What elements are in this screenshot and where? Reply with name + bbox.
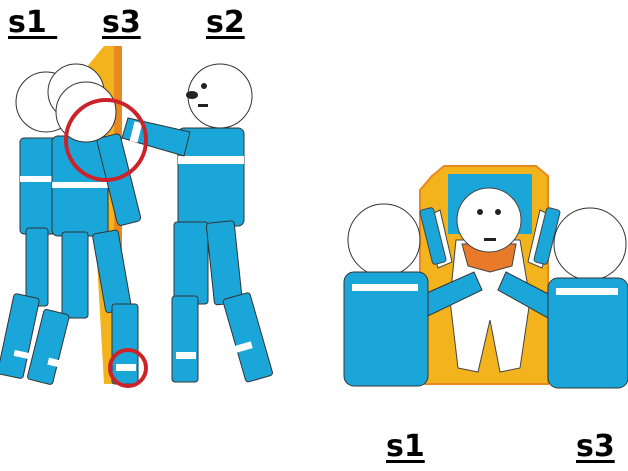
- left-scene: [0, 46, 273, 386]
- right-scene: [344, 166, 628, 388]
- nose-icon: [186, 91, 198, 99]
- rescuer-s2-side: [122, 64, 273, 383]
